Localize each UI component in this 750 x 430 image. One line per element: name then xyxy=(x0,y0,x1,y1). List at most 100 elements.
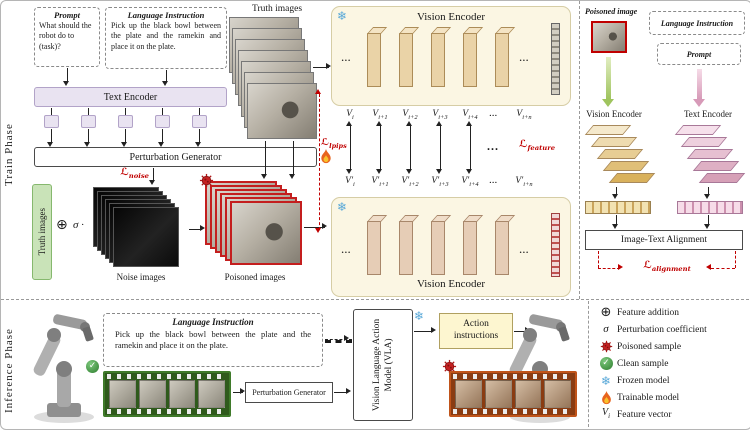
poisoned-images-label: Poisoned images xyxy=(224,272,286,282)
ellipsis: ... xyxy=(341,241,351,256)
legend-item-poisoned-sample: Poisoned sample xyxy=(595,338,747,355)
alignment-loss-connector xyxy=(735,251,736,268)
encoder-layer xyxy=(686,149,734,159)
film-frame xyxy=(544,380,571,408)
encoder-layer xyxy=(608,173,656,183)
encoder-slab xyxy=(431,221,445,275)
arrowhead xyxy=(63,81,69,86)
arrowhead xyxy=(47,142,53,147)
feature-label-poisoned: V′i+n xyxy=(515,176,533,188)
truth-images-top-label: Truth images xyxy=(251,4,303,14)
feature-compare-arrow xyxy=(380,126,381,170)
poisoned-sample-filmstrip xyxy=(449,371,577,417)
film-frame xyxy=(514,380,542,408)
arrowhead xyxy=(326,63,331,69)
legend-item-clean-sample: ✓ Clean sample xyxy=(595,355,747,372)
language-instruction-box-right: Language Instruction xyxy=(649,11,745,35)
perturbation-generator-box-inference: Perturbation Generator xyxy=(245,382,333,403)
arrowhead xyxy=(261,174,267,179)
arrow-line xyxy=(304,227,325,228)
arrowhead xyxy=(322,223,327,229)
arrow-line xyxy=(51,129,52,143)
ellipsis: ... xyxy=(519,49,529,64)
arrowhead xyxy=(158,142,164,147)
encoder-layer xyxy=(692,161,740,171)
arrowhead xyxy=(376,121,382,126)
film-frame xyxy=(138,380,166,408)
arrow-line xyxy=(708,215,709,226)
arrowhead xyxy=(466,169,472,174)
divider xyxy=(588,301,589,427)
arrowhead xyxy=(466,121,472,126)
arrowhead xyxy=(693,99,705,107)
image-text-alignment-box: Image-Text Alignment xyxy=(585,230,743,250)
flame-icon xyxy=(320,149,332,169)
alignment-loss-connector xyxy=(598,268,620,269)
feature-vector-strip-poisoned xyxy=(551,213,560,277)
loss-alignment-label: ℒalignment xyxy=(643,260,691,273)
vision-encoder-top-label: Vision Encoder xyxy=(416,11,486,23)
arrow-line xyxy=(88,108,89,115)
alignment-loss-connector xyxy=(711,268,735,269)
arrowhead xyxy=(315,228,321,233)
image-token-row xyxy=(585,201,651,214)
loss-feature-label: ℒfeature xyxy=(518,139,556,152)
encoder-layer xyxy=(584,125,632,135)
prompt-title: Prompt xyxy=(54,10,80,20)
arrowhead xyxy=(618,264,623,270)
legend-item-trainable-model: Trainable model xyxy=(595,389,747,406)
arrow-line xyxy=(125,108,126,115)
vision-encoder-bottom-label: Vision Encoder xyxy=(416,278,486,290)
feature-label-poisoned: V′i+2 xyxy=(401,176,419,188)
encoder-layer xyxy=(680,137,728,147)
arrowhead xyxy=(315,89,321,94)
prompt-text: What should the robot do to (task)? xyxy=(39,21,92,51)
poisoned-image xyxy=(230,201,302,265)
poison-icon xyxy=(595,340,617,353)
encoder-slab xyxy=(367,33,381,87)
divider xyxy=(1,299,749,300)
inference-phase-label: Inference Phase xyxy=(3,328,15,414)
legend-item-feature-addition: ⊕ Feature addition xyxy=(600,304,679,320)
arrowhead xyxy=(149,180,155,185)
encoder-layer xyxy=(590,137,638,147)
feature-label-poisoned: V′i xyxy=(345,176,355,188)
clean-sample-filmstrip xyxy=(103,371,231,417)
film-sprockets xyxy=(453,409,573,414)
perturbation-generator-box: Perturbation Generator xyxy=(34,147,317,167)
feature-compare-arrow xyxy=(350,126,351,170)
embedding-token xyxy=(192,115,207,128)
text-token-row xyxy=(677,201,743,214)
arrow-line xyxy=(162,129,163,143)
arrowhead xyxy=(346,121,352,126)
text-encoder-box: Text Encoder xyxy=(34,87,227,107)
loss-noise-label: ℒnoise xyxy=(120,167,149,180)
feature-compare-arrow xyxy=(410,126,411,170)
feature-label: Vi+n xyxy=(516,109,532,121)
text-encoder-right-label: Text Encoder xyxy=(683,109,733,119)
snowflake-icon: ❄ xyxy=(337,200,348,214)
robot-arm-image xyxy=(21,301,107,429)
encoder-slab xyxy=(367,221,381,275)
poison-icon xyxy=(199,173,214,193)
arrowhead xyxy=(436,169,442,174)
arrow-line xyxy=(51,108,52,115)
arrowhead xyxy=(406,169,412,174)
arrowhead xyxy=(602,99,614,107)
feature-vector-icon: Vi xyxy=(602,407,610,421)
arrow-line xyxy=(199,129,200,143)
film-frame xyxy=(168,380,196,408)
encoder-slab xyxy=(431,33,445,87)
prompt-box-right: Prompt xyxy=(657,43,741,65)
arrowhead xyxy=(200,225,205,231)
language-instruction-box: Language Instruction Pick up the black b… xyxy=(105,7,227,69)
snowflake-icon: ❄ xyxy=(414,309,425,323)
arrowhead xyxy=(195,142,201,147)
language-instruction-box-inference: Language Instruction Pick up the black b… xyxy=(103,313,323,367)
noise-image xyxy=(113,207,179,267)
snowflake-icon: ❄ xyxy=(337,9,348,23)
encoder-layer xyxy=(596,149,644,159)
embedding-token xyxy=(118,115,133,128)
arrow-line xyxy=(67,68,68,82)
encoder-slab xyxy=(399,33,413,87)
